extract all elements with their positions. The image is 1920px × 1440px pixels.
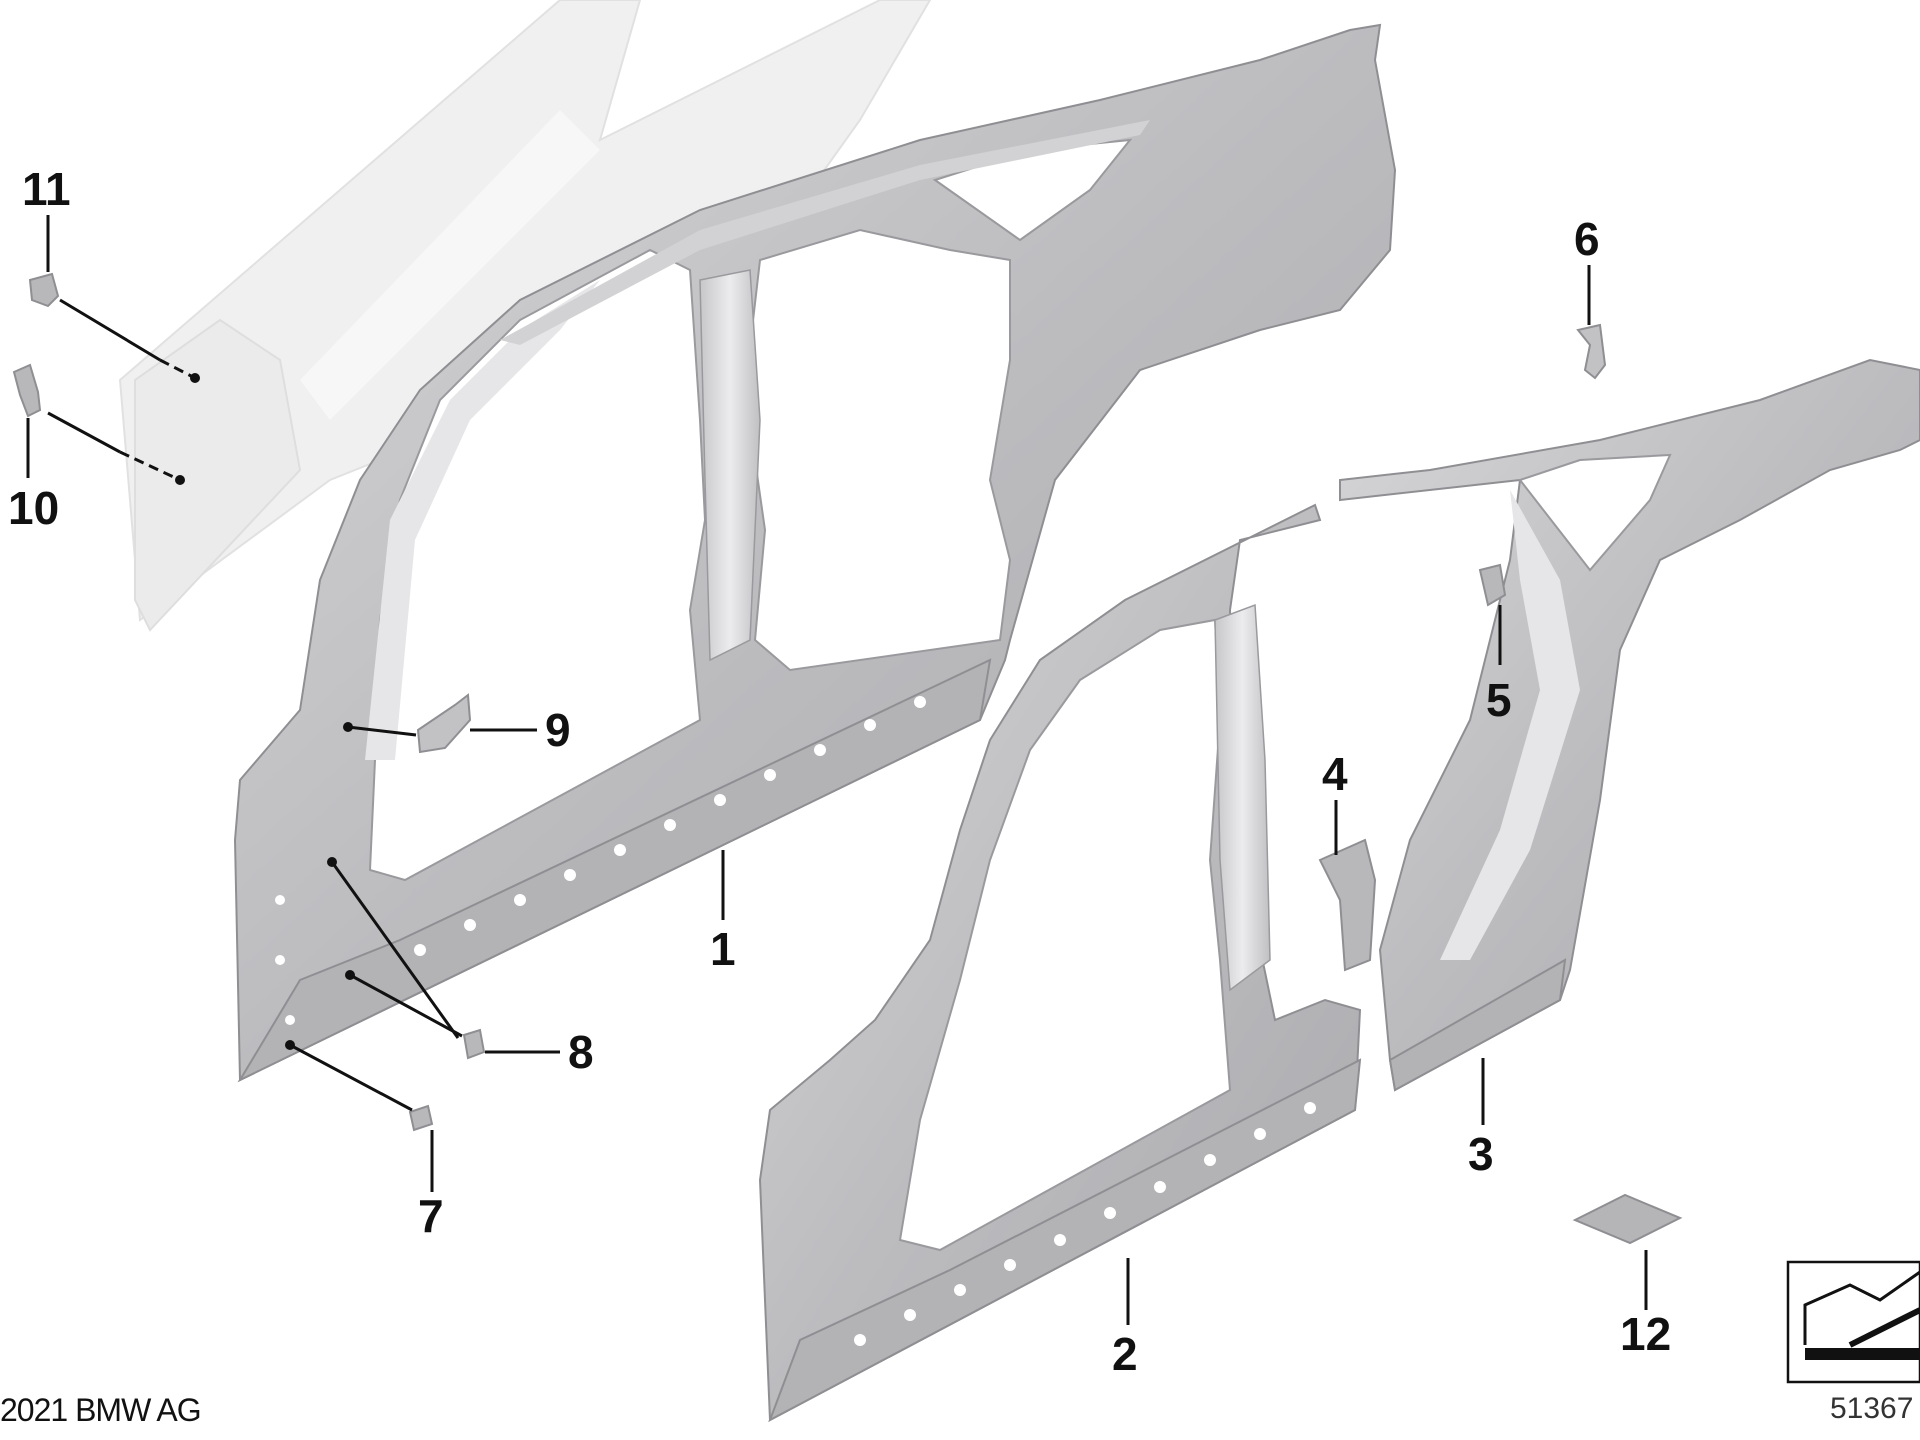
copyright-text: 2021 BMW AG [0, 1392, 202, 1428]
part-3-rear-quarter-section [1339, 358, 1920, 1092]
part-9-shield [416, 693, 472, 754]
callout-12: 12 [1620, 1308, 1671, 1360]
callout-labels: 1 2 3 4 5 6 7 8 9 10 11 12 [8, 163, 1671, 1380]
leader-lines [26, 215, 1648, 1325]
part-8-clip [462, 1028, 486, 1060]
part-1-side-frame [233, 23, 1397, 1083]
callout-6: 6 [1574, 213, 1600, 265]
orientation-car-icon [1786, 1260, 1920, 1384]
part-6-bracket [1576, 323, 1607, 380]
part-2-front-side-frame [758, 503, 1362, 1423]
callout-10: 10 [8, 482, 59, 534]
callout-8: 8 [568, 1026, 594, 1078]
callout-4: 4 [1322, 748, 1348, 800]
part-10-bracket [12, 363, 42, 418]
part-7-clip [408, 1104, 434, 1132]
part-12-pad [1572, 1193, 1683, 1245]
part-11-bracket [28, 272, 60, 308]
callout-11: 11 [22, 163, 71, 215]
callout-2: 2 [1112, 1328, 1138, 1380]
part-4-reinforcement [1318, 838, 1377, 972]
callout-3: 3 [1468, 1128, 1494, 1180]
callout-9: 9 [545, 704, 571, 756]
part-5-bracket [1478, 563, 1507, 607]
callout-1: 1 [710, 923, 736, 975]
diagram-id: 51367 [1830, 1392, 1914, 1425]
callout-5: 5 [1486, 674, 1512, 726]
callout-7: 7 [418, 1190, 444, 1242]
